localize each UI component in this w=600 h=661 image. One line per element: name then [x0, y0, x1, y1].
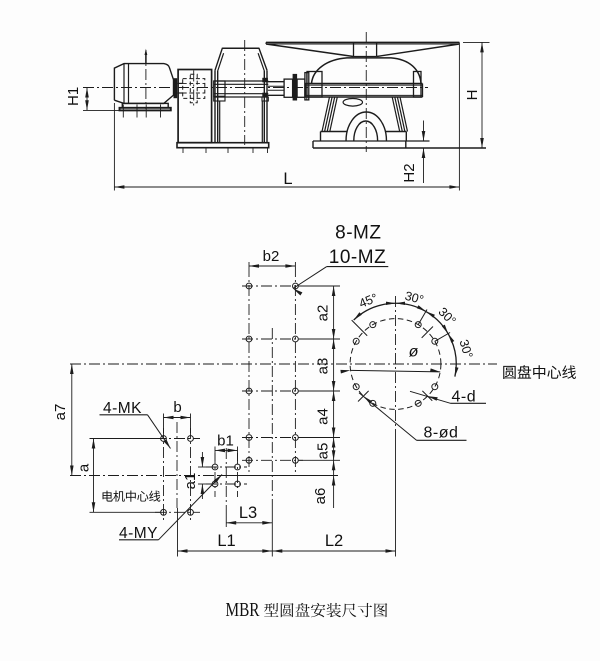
svg-text:a1: a1 — [182, 473, 199, 490]
svg-text:a6: a6 — [312, 488, 329, 505]
svg-text:10-MZ: 10-MZ — [329, 247, 386, 268]
svg-text:8-ød: 8-ød — [424, 425, 459, 442]
svg-text:b2: b2 — [263, 248, 280, 265]
svg-text:a5: a5 — [315, 443, 332, 460]
svg-text:b: b — [173, 399, 181, 416]
svg-text:H: H — [464, 90, 481, 101]
svg-text:a3: a3 — [315, 358, 332, 375]
svg-text:H1: H1 — [65, 87, 82, 106]
svg-text:4-d: 4-d — [452, 389, 477, 406]
svg-text:L2: L2 — [325, 532, 343, 550]
svg-text:L1: L1 — [217, 532, 235, 550]
svg-text:30°: 30° — [403, 289, 425, 307]
svg-text:a7: a7 — [52, 404, 69, 421]
svg-text:a4: a4 — [315, 408, 332, 425]
svg-text:4-MY: 4-MY — [119, 525, 158, 542]
svg-text:ø: ø — [409, 344, 419, 361]
svg-text:L: L — [283, 170, 292, 188]
svg-text:4-MK: 4-MK — [103, 400, 142, 417]
svg-text:8-MZ: 8-MZ — [335, 223, 381, 244]
svg-text:b1: b1 — [217, 433, 234, 450]
svg-text:45°: 45° — [357, 291, 380, 311]
svg-text:MBR: MBR — [226, 599, 261, 621]
svg-text:30°: 30° — [457, 338, 476, 360]
svg-text:a2: a2 — [315, 305, 332, 322]
svg-text:H2: H2 — [401, 163, 418, 182]
svg-text:a: a — [76, 463, 93, 472]
svg-text:L3: L3 — [239, 504, 257, 522]
